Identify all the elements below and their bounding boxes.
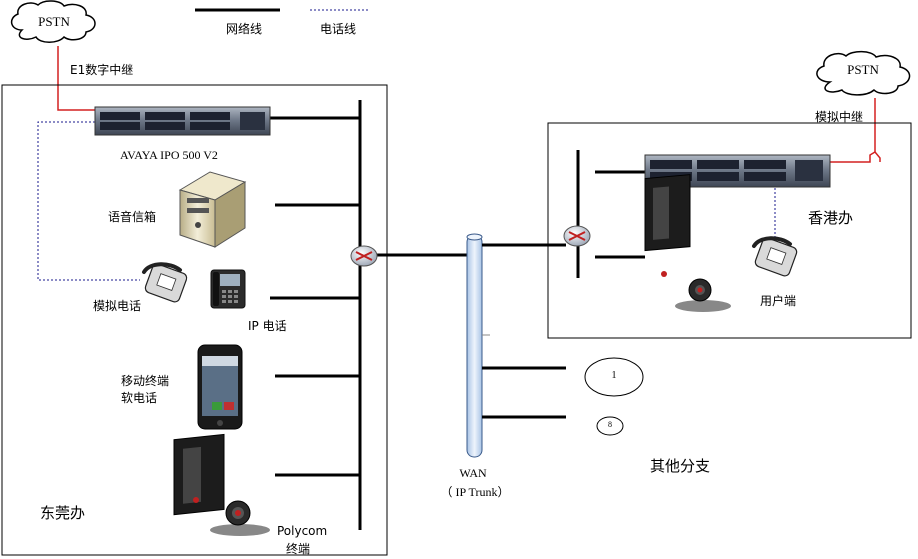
e1-trunk-line <box>57 46 95 111</box>
router-dongguan-icon <box>350 245 378 267</box>
e1-trunk-label: E1数字中继 <box>70 63 134 77</box>
pstn-cloud-right <box>816 50 911 96</box>
polycom-label-line2: 终端 <box>286 542 311 556</box>
hk-user-end-label: 用户端 <box>760 294 797 308</box>
hongkong-office-label: 香港办 <box>808 209 854 227</box>
pstn-left-label: PSTN <box>38 14 70 29</box>
polycom-terminal-dongguan-icon <box>173 433 270 536</box>
router-hk-icon <box>563 225 591 247</box>
branch-node-2 <box>596 416 624 436</box>
mobile-label-line1: 移动终端 <box>121 374 170 388</box>
avaya-pbx-dongguan-icon <box>94 106 271 136</box>
dongguan-office-label: 东莞办 <box>40 504 86 522</box>
wan-label-line1: WAN <box>459 466 487 480</box>
analog-phone-icon <box>142 262 188 303</box>
pstn-right-label: PSTN <box>847 62 879 77</box>
analog-phone-label: 模拟电话 <box>93 299 142 313</box>
branch-node-1 <box>584 357 644 397</box>
wan-label-line2: （ IP Trunk） <box>440 485 510 499</box>
ip-phone-label: IP 电话 <box>248 319 287 333</box>
branch-node-2-label: 8 <box>608 420 612 429</box>
analog-phone-line <box>37 121 140 281</box>
ip-phone-icon <box>210 269 246 309</box>
polycom-label-line1: Polycom <box>277 524 328 538</box>
hk-user-phone-icon <box>752 236 798 277</box>
hongkong-office-box <box>547 122 912 339</box>
pbx-label: AVAYA IPO 500 V2 <box>120 148 218 162</box>
legend-phone-label: 电话线 <box>320 22 357 36</box>
analog-trunk-label: 模拟中继 <box>815 110 864 124</box>
voicemail-server-icon <box>178 171 247 248</box>
voicemail-label: 语音信箱 <box>108 210 157 224</box>
legend-network-label: 网络线 <box>226 22 263 36</box>
mobile-phone-icon <box>197 344 243 430</box>
other-branches-label: 其他分支 <box>650 457 711 475</box>
pstn-cloud-left <box>10 0 96 43</box>
mobile-label-line2: 软电话 <box>121 391 158 405</box>
analog-trunk-line <box>830 151 881 163</box>
branch-node-1-label: 1 <box>611 370 617 381</box>
polycom-terminal-hk-icon <box>644 174 731 312</box>
wan-pipe <box>466 233 483 458</box>
dongguan-office-box <box>1 84 388 556</box>
